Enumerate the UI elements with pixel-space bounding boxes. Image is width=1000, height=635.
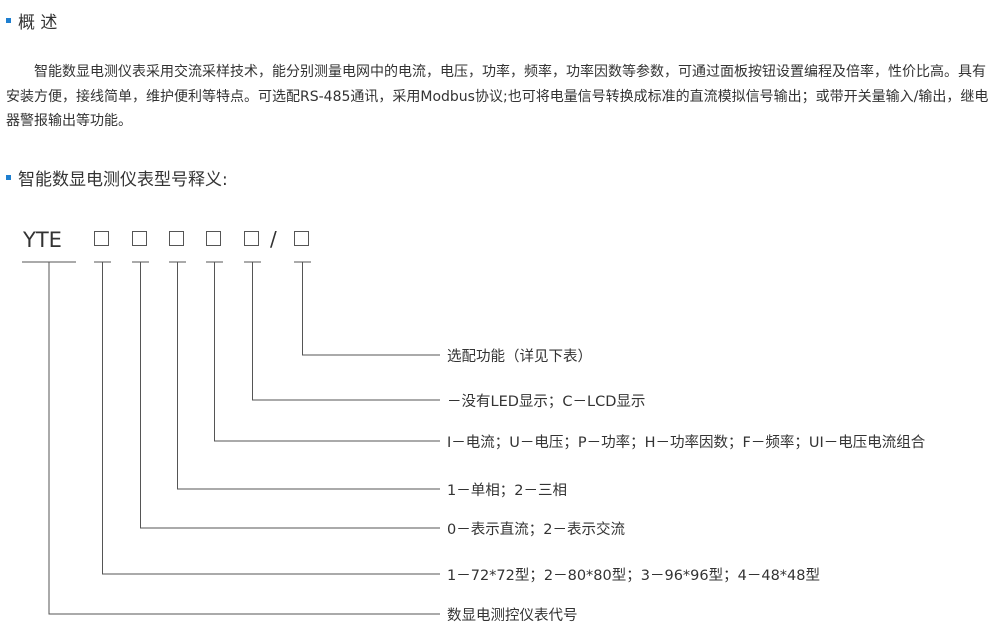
- label-acdc: 0－表示直流；2－表示交流: [447, 522, 625, 538]
- code-box: [132, 231, 147, 246]
- code-box: [294, 231, 309, 246]
- section-title-text: 概 述: [18, 13, 58, 33]
- bullet-icon: [6, 18, 11, 23]
- label-display: －没有LED显示；C－LCD显示: [447, 394, 646, 410]
- code-box: [244, 231, 259, 246]
- leader-line: [302, 262, 440, 356]
- bullet-icon: [6, 175, 11, 180]
- leader-line: [252, 262, 440, 401]
- intro-text: 智能数显电测仪表采用交流采样技术，能分别测量电网中的电流，电压，功率，频率，功率…: [6, 64, 989, 129]
- model-prefix: YTE: [23, 228, 62, 252]
- code-box: [169, 231, 184, 246]
- leader-line: [140, 262, 440, 529]
- label-measure: I－电流；U－电压；P－功率；H－功率因数；F－频率；UI－电压电流组合: [447, 435, 926, 451]
- section-title-text: 智能数显电测仪表型号释义:: [18, 170, 228, 190]
- leader-line: [48, 262, 440, 615]
- section-title-model: 智能数显电测仪表型号释义:: [6, 165, 228, 190]
- section-title-overview: 概 述: [6, 8, 57, 33]
- leader-line: [177, 262, 440, 490]
- label-code: 数显电测控仪表代号: [447, 608, 578, 624]
- code-box: [206, 231, 221, 246]
- label-phase: 1－单相；2－三相: [447, 483, 567, 499]
- intro-paragraph: 智能数显电测仪表采用交流采样技术，能分别测量电网中的电流，电压，功率，频率，功率…: [6, 60, 996, 134]
- label-size: 1－72*72型；2－80*80型；3－96*96型；4－48*48型: [447, 568, 821, 584]
- label-option: 选配功能（详见下表）: [447, 349, 592, 365]
- leader-line: [214, 262, 440, 442]
- model-separator: /: [270, 227, 277, 251]
- code-box: [94, 231, 109, 246]
- leader-line: [102, 262, 440, 575]
